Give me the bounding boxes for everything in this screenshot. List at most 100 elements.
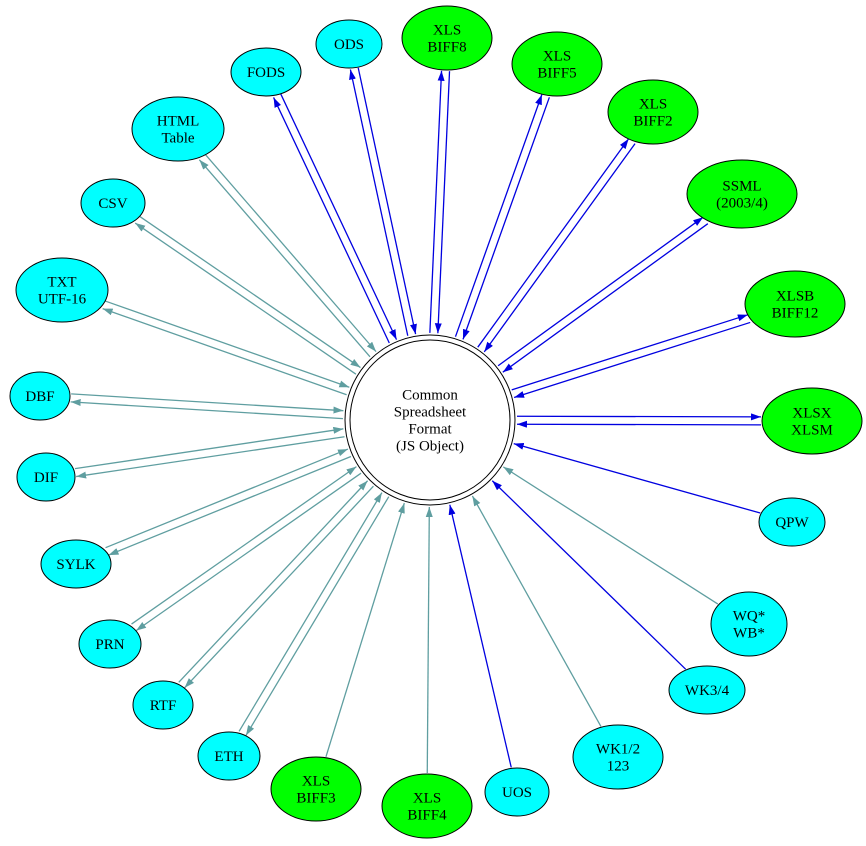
edge-dbf [70,393,344,420]
edge-fods-out [272,97,390,344]
node-dif: DIF [16,452,76,502]
edge-xlsx-out [517,413,762,421]
node-ssml: SSML(2003/4) [686,159,798,229]
edge-csv [134,215,361,375]
node-csv-shape [80,178,146,228]
node-uos: UOS [484,767,550,817]
edge-qpw [513,442,761,514]
node-uos-shape [484,767,550,817]
node-sylk-shape [40,539,112,589]
edge-sylk-in [105,448,349,549]
edge-fods [272,93,398,344]
edge-html-table-in [204,154,377,353]
node-fods: FODS [230,47,302,97]
edge-wk34 [491,480,687,670]
edge-html-table [198,154,377,358]
node-eth-label: ETH [214,749,243,765]
center-node-inner-circle [349,339,511,501]
edges-layer [70,67,762,774]
edge-xls-biff5-in [462,97,550,340]
node-qpw-label: QPW [775,515,809,531]
edge-eth-in [238,492,383,732]
node-uos-label: UOS [502,785,532,801]
edge-ssml-in [502,223,709,373]
edge-xls-biff4-in [425,506,433,774]
node-dbf-shape [9,371,71,421]
node-dif-shape [16,452,76,502]
edge-dbf-out [70,399,343,420]
node-fods-label: FODS [247,65,285,81]
edge-uos [448,504,512,768]
node-wq-wb-shape [710,591,788,657]
edge-wq-wb-in [502,466,719,605]
edge-sylk [105,448,352,556]
node-ods-label: ODS [334,37,364,53]
node-ssml-label: SSML(2003/4) [716,179,768,212]
edge-rtf [178,480,374,689]
node-rtf-shape [132,680,194,730]
edge-xls-biff2-out [477,138,630,348]
node-xls-biff3-shape [270,756,362,822]
edge-xls-biff5-out [454,94,543,337]
node-wq-wb-label: WQ*WB* [733,609,766,642]
edge-xlsx [516,413,762,428]
edge-uos-in [448,504,512,768]
edge-xls-biff2-in [483,143,636,353]
edge-eth [238,492,390,736]
edge-xls-biff3 [325,502,405,757]
node-prn-label: PRN [95,637,124,653]
edge-wk34-in [491,480,687,670]
edge-fods-in [280,93,398,340]
edge-xlsx-in [516,420,761,428]
node-eth-shape [197,731,261,781]
edge-ods-in [357,67,417,335]
node-rtf: RTF [132,680,194,730]
node-wk34-shape [668,665,746,715]
edge-csv-in [139,215,361,369]
edge-xls-biff2 [477,138,636,353]
edge-dif-out [76,436,345,479]
edge-txt-utf16-in [105,300,350,388]
node-xls-biff5-shape [511,31,603,97]
edge-txt-utf16-out [102,307,347,396]
node-xls-biff8-shape [401,5,493,71]
edge-prn-in [131,466,357,625]
edge-ssml-out [497,216,704,367]
node-txt-utf16-shape [15,257,109,323]
edge-dif-in [74,426,344,470]
edge-xls-biff8 [429,70,451,334]
node-sylk: SYLK [40,539,112,589]
node-xlsx-shape [761,387,863,455]
edge-dbf-in [71,393,344,414]
edge-txt-utf16 [102,300,350,396]
node-wk12-123-shape [572,724,664,790]
edge-wq-wb [502,466,719,605]
node-dbf: DBF [9,371,71,421]
node-qpw-shape [758,497,826,547]
node-qpw: QPW [758,497,826,547]
edge-xlsb-in [513,321,751,399]
edge-xls-biff3-in [325,502,405,757]
edge-ods-out [349,69,409,336]
node-prn-shape [78,619,142,669]
edge-xlsb-out [511,314,748,391]
node-wk34-label: WK3/4 [685,683,730,699]
edge-ods [349,67,417,336]
